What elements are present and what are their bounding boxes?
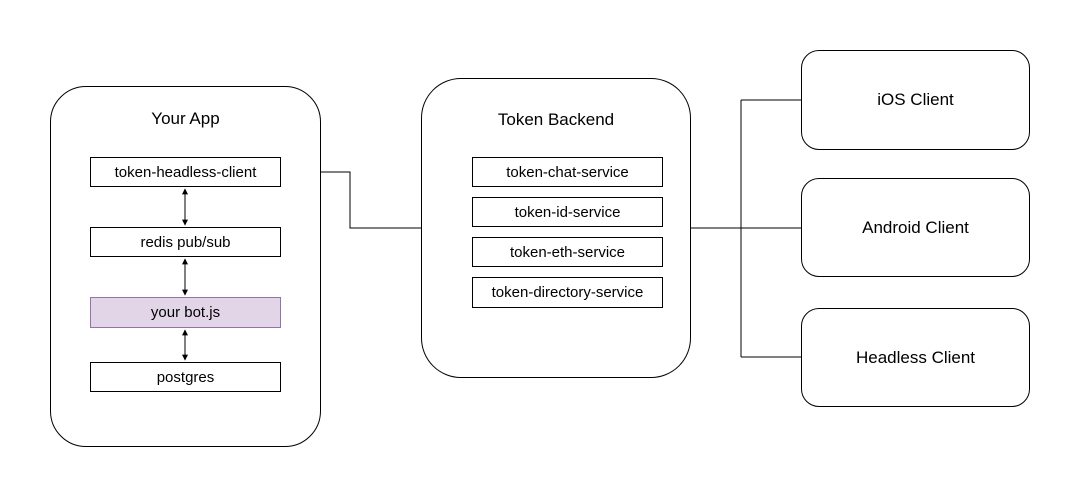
ios-client-box: iOS Client	[801, 50, 1030, 150]
headless-client-box: Headless Client	[801, 308, 1030, 407]
token-backend-group: Token Backend	[421, 78, 691, 378]
token-headless-client-box: token-headless-client	[90, 157, 281, 187]
your-app-title: Your App	[151, 109, 220, 128]
token-backend-title: Token Backend	[497, 110, 615, 129]
token-chat-service-box: token-chat-service	[472, 157, 663, 187]
token-directory-service-box: token-directory-service	[472, 277, 663, 308]
android-client-box: Android Client	[801, 178, 1030, 277]
your-app-group: Your App	[50, 86, 321, 447]
redis-pubsub-box: redis pub/sub	[90, 227, 281, 257]
token-id-service-box: token-id-service	[472, 197, 663, 227]
bot-js-box: your bot.js	[90, 297, 281, 328]
token-eth-service-box: token-eth-service	[472, 237, 663, 267]
postgres-box: postgres	[90, 362, 281, 392]
